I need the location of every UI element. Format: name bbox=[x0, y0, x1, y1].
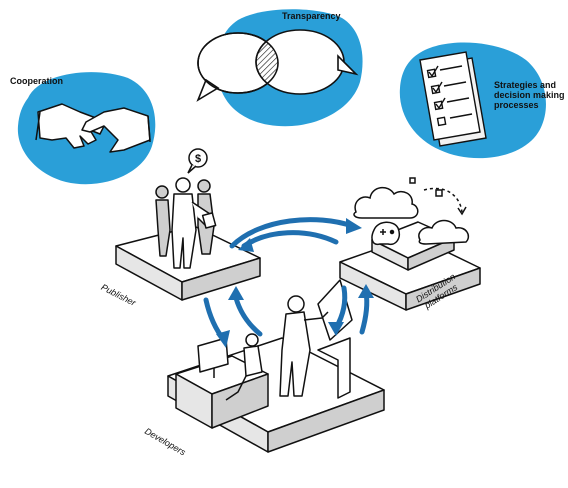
arrowhead-top-inner bbox=[238, 238, 254, 252]
standing-developer bbox=[279, 279, 353, 399]
arrowhead-top-outer bbox=[346, 218, 362, 234]
dollar-bubble: $ bbox=[187, 148, 208, 174]
arrow-top-inner bbox=[241, 230, 339, 249]
cloud-left bbox=[353, 186, 419, 219]
monitor-icon bbox=[197, 337, 229, 373]
strategies-illustration bbox=[399, 42, 546, 159]
desk-and-computer bbox=[175, 333, 269, 429]
download-dash-arrow bbox=[423, 187, 463, 213]
arrowhead-left-outer bbox=[216, 330, 230, 348]
arrow-left-inner bbox=[233, 295, 263, 337]
arrowhead-right-outer bbox=[358, 284, 374, 298]
arrow-top-outer bbox=[229, 217, 355, 249]
checklist-icon bbox=[419, 51, 487, 147]
arrowhead-right-inner bbox=[328, 322, 344, 336]
dollar-icon: $ bbox=[195, 153, 201, 165]
publisher-people bbox=[155, 177, 217, 269]
label-cooperation: Cooperation bbox=[10, 76, 63, 86]
handshake-icon bbox=[35, 103, 151, 153]
venn-overlap-hatch bbox=[255, 33, 278, 93]
arrowhead-left-inner bbox=[228, 286, 244, 300]
transparency-illustration bbox=[196, 9, 363, 127]
label-transparency: Transparency bbox=[282, 11, 341, 21]
cycle-arrowheads bbox=[216, 218, 374, 348]
label-strategies: Strategies and decision making processes bbox=[494, 80, 565, 110]
cooperation-illustration bbox=[17, 72, 156, 185]
cloud-right bbox=[418, 219, 470, 245]
cloud-icons bbox=[353, 177, 470, 245]
